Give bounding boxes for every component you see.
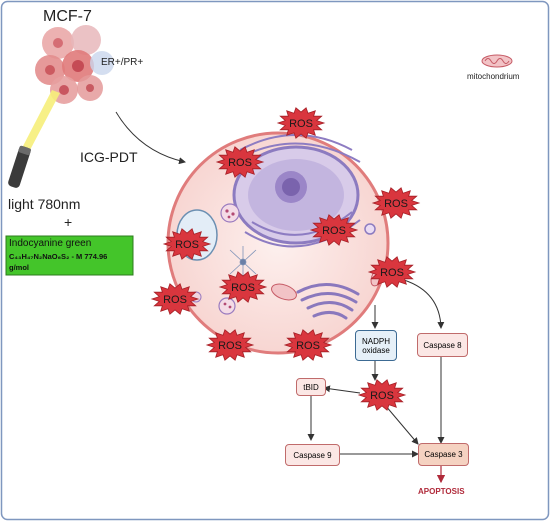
ros-label: ROS	[370, 390, 394, 402]
ros-label: ROS	[289, 118, 313, 130]
tbid-box: tBID	[296, 378, 326, 396]
caspase-8-box: Caspase 8	[417, 333, 468, 357]
ros-burst-icon: ROS	[215, 146, 265, 178]
ros-burst-layer: ROS ROS ROS ROS ROS ROS ROS ROS ROS ROS ROS	[150, 107, 421, 411]
receptor-status-label: ER+/PR+	[101, 57, 144, 68]
ros-label: ROS	[163, 294, 187, 306]
light-wavelength-label: light 780nm	[8, 196, 81, 212]
golgi-apparatus-icon	[296, 282, 360, 320]
ros-label: ROS	[296, 340, 320, 352]
cell-line-label: MCF-7	[43, 8, 92, 25]
apoptosis-label: APOPTOSIS	[418, 487, 465, 496]
arrow-ros-to-caspase8	[403, 279, 445, 329]
ros-burst-icon: ROS	[367, 256, 417, 288]
ros-burst-icon: ROS	[357, 379, 407, 411]
ros-label: ROS	[322, 225, 346, 237]
arrow-ros-to-caspase3	[384, 404, 419, 445]
ros-label: ROS	[384, 198, 408, 210]
caspase-3-box: Caspase 3	[418, 443, 469, 466]
ros-label: ROS	[228, 157, 252, 169]
plus-sign: +	[64, 214, 73, 230]
ros-label: ROS	[218, 340, 242, 352]
ros-burst-icon: ROS	[309, 214, 359, 246]
icg-label-box	[5, 235, 134, 276]
icg-name-label: Indocyanine green	[9, 238, 92, 249]
nadph-oxidase-line1: NADPH	[361, 336, 390, 346]
light-beam-icon	[22, 90, 60, 152]
icg-formula-label: C₄₃H₄₇N₂NaO₆S₂ - M 774.96	[9, 252, 108, 261]
arrow-mcf7-to-cell	[115, 111, 186, 165]
ros-burst-icon: ROS	[276, 107, 326, 139]
mitochondrium-legend-label: mitochondrium	[467, 72, 520, 81]
ros-label: ROS	[175, 239, 199, 251]
nucleus-icon	[232, 145, 360, 245]
ros-burst-icon: ROS	[162, 228, 212, 260]
ros-burst-icon: ROS	[205, 329, 255, 361]
icg-unit-label: g/mol	[9, 263, 29, 272]
ros-label: ROS	[231, 282, 255, 294]
ros-burst-icon: ROS	[150, 283, 200, 315]
vesicles-icon	[190, 203, 376, 315]
centrosome-icon	[229, 246, 257, 278]
arrow-ros-to-tbid	[323, 385, 361, 394]
ros-label: ROS	[380, 267, 404, 279]
ros-burst-icon: ROS	[218, 271, 268, 303]
caspase-9-box: Caspase 9	[285, 444, 340, 466]
nadph-oxidase-line2: oxidase	[362, 345, 390, 355]
therapy-label: ICG-PDT	[80, 149, 138, 165]
flashlight-icon	[8, 145, 31, 188]
nadph-oxidase-box: NADPH oxidase	[355, 330, 397, 361]
ros-burst-icon: ROS	[371, 187, 421, 219]
ros-burst-icon: ROS	[283, 329, 333, 361]
mitochondrium-legend-icon	[481, 54, 513, 68]
